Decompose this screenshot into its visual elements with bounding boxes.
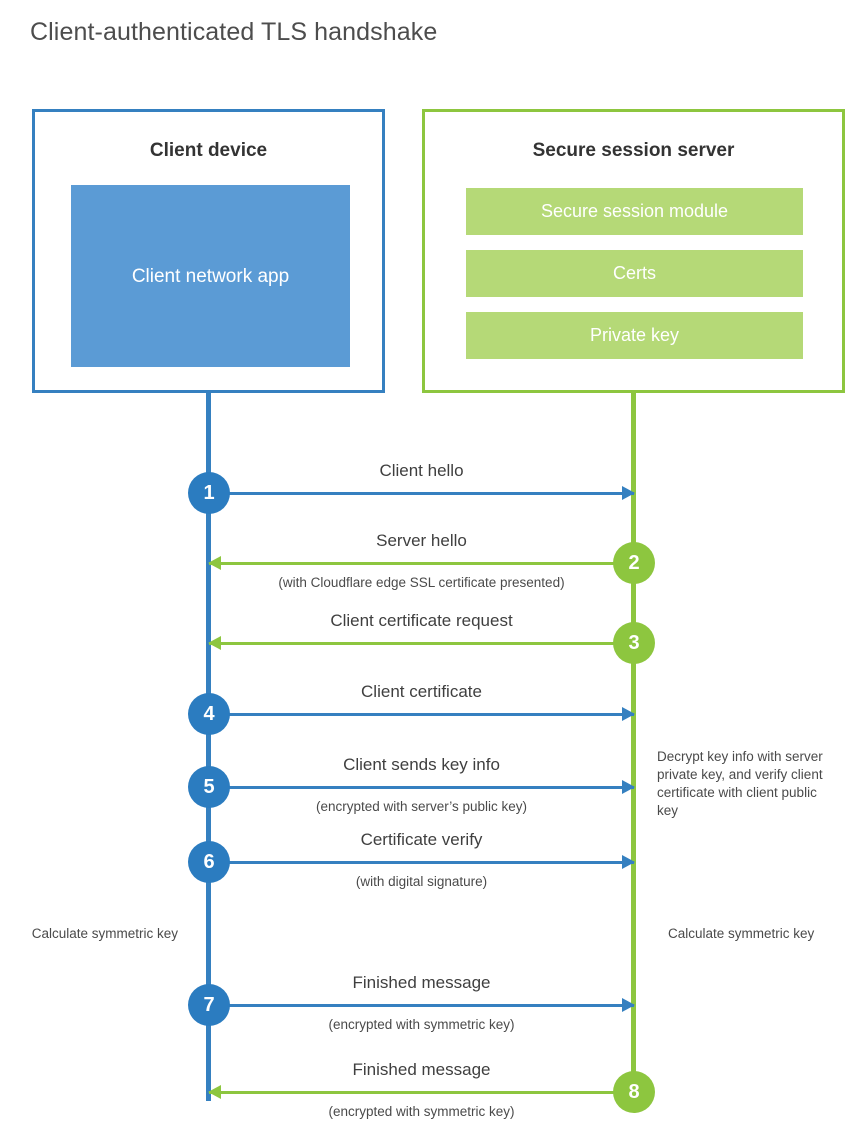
arrow-head-right-icon bbox=[622, 486, 635, 500]
note-client-calculate-symmetric-key: Calculate symmetric key bbox=[31, 926, 178, 941]
arrow-head-left-icon bbox=[208, 556, 221, 570]
note-server-calculate-symmetric-key: Calculate symmetric key bbox=[668, 926, 815, 941]
step-badge-3: 3 bbox=[613, 622, 655, 664]
message-8-sublabel: (encrypted with symmetric key) bbox=[328, 1104, 515, 1119]
server-component-secure-session-module: Secure session module bbox=[466, 188, 803, 235]
server-lifeline bbox=[631, 393, 636, 1093]
message-2-label: Server hello bbox=[376, 531, 467, 550]
arrow-head-left-icon bbox=[208, 636, 221, 650]
arrow-head-left-icon bbox=[208, 1085, 221, 1099]
client-device-box: Client device Client network app bbox=[32, 109, 385, 393]
server-components-list: Secure session module Certs Private key bbox=[466, 188, 803, 374]
message-3-label: Client certificate request bbox=[330, 611, 513, 630]
arrow-shaft bbox=[209, 860, 634, 864]
arrow-shaft bbox=[209, 1090, 634, 1094]
arrow-head-right-icon bbox=[622, 780, 635, 794]
message-1-label: Client hello bbox=[379, 461, 464, 480]
secure-session-server-box: Secure session server Secure session mod… bbox=[422, 109, 845, 393]
message-7-sublabel: (encrypted with symmetric key) bbox=[328, 1017, 515, 1032]
arrow-head-right-icon bbox=[622, 707, 635, 721]
step-badge-5: 5 bbox=[188, 766, 230, 808]
arrow-head-right-icon bbox=[622, 998, 635, 1012]
step-badge-4: 4 bbox=[188, 693, 230, 735]
step-badge-7: 7 bbox=[188, 984, 230, 1026]
arrow-shaft bbox=[209, 641, 634, 645]
client-device-title: Client device bbox=[149, 140, 268, 161]
step-badge-2: 2 bbox=[613, 542, 655, 584]
message-2-sublabel: (with Cloudflare edge SSL certificate pr… bbox=[278, 575, 565, 590]
message-8-label: Finished message bbox=[352, 1060, 491, 1079]
arrow-shaft bbox=[209, 1003, 634, 1007]
message-5-label: Client sends key info bbox=[343, 755, 500, 774]
client-network-app-block: Client network app bbox=[71, 185, 350, 367]
note-server-decrypt-key-info: Decrypt key info with server private key… bbox=[657, 749, 823, 818]
message-6-sublabel: (with digital signature) bbox=[355, 874, 488, 889]
message-6-label: Certificate verify bbox=[360, 830, 483, 849]
arrow-shaft bbox=[209, 712, 634, 716]
message-4-label: Client certificate bbox=[361, 682, 482, 701]
step-badge-1: 1 bbox=[188, 472, 230, 514]
arrow-shaft bbox=[209, 491, 634, 495]
server-component-private-key: Private key bbox=[466, 312, 803, 359]
arrow-head-right-icon bbox=[622, 855, 635, 869]
page-title: Client-authenticated TLS handshake bbox=[30, 18, 438, 46]
message-5-sublabel: (encrypted with server’s public key) bbox=[315, 799, 528, 814]
step-badge-6: 6 bbox=[188, 841, 230, 883]
arrow-shaft bbox=[209, 561, 634, 565]
step-badge-8: 8 bbox=[613, 1071, 655, 1113]
message-7-label: Finished message bbox=[352, 973, 491, 992]
secure-session-server-title: Secure session server bbox=[532, 140, 735, 161]
server-component-certs: Certs bbox=[466, 250, 803, 297]
client-lifeline bbox=[206, 393, 211, 1101]
arrow-shaft bbox=[209, 785, 634, 789]
